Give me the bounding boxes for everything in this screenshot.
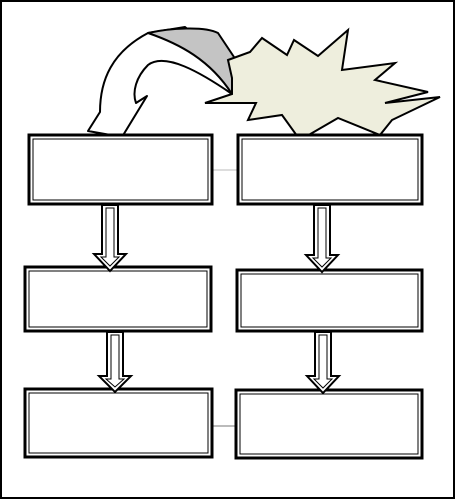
box-left-2: [23, 265, 213, 333]
arrow-right-2-to-3: [304, 331, 342, 395]
box-right-2: [235, 268, 424, 333]
arrow-left-2-to-3: [96, 331, 134, 394]
curved-arrow: [87, 26, 249, 138]
explosion-burst: [204, 27, 441, 142]
box-right-1: [236, 133, 424, 206]
arrow-right-1-to-2: [303, 204, 341, 274]
arrow-left-1-to-2: [91, 204, 129, 273]
box-left-1: [27, 133, 214, 206]
box-right-3: [234, 388, 424, 460]
box-left-3: [23, 387, 214, 459]
